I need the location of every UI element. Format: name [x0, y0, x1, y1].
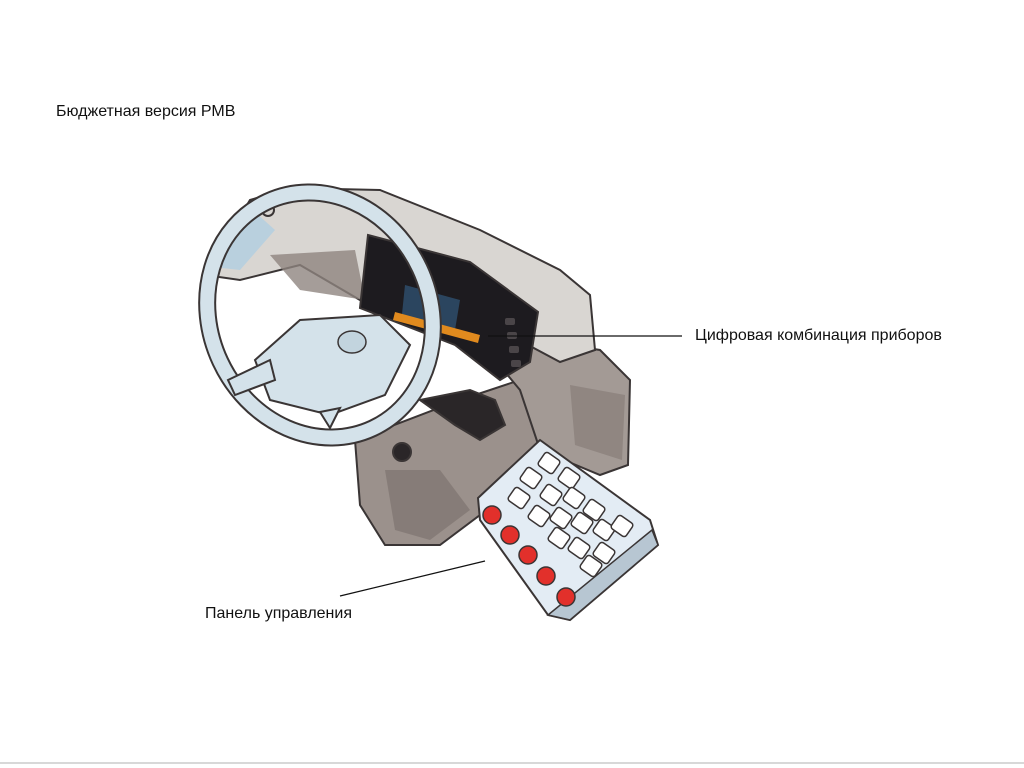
steering-wheel-rim-fill: [200, 185, 440, 445]
column-shadow: [385, 470, 470, 540]
red-button: [518, 545, 538, 565]
control-panel-keys: [507, 451, 634, 578]
hood-inner-gray: [270, 250, 365, 300]
control-panel-red-buttons: [482, 505, 576, 607]
red-button: [556, 587, 576, 607]
callout-label-control-panel: Панель управления: [205, 605, 352, 622]
column-stalk: [417, 388, 507, 442]
callout-line-panel: [339, 560, 486, 597]
hub-center-emblem: [337, 330, 367, 354]
hood-left-shade: [222, 212, 275, 270]
page-title: Бюджетная версия РМВ: [56, 103, 236, 120]
ignition-switch-icon: [392, 442, 412, 462]
wheel-spoke-left: [226, 358, 277, 397]
wheel-spoke-bottom: [318, 406, 342, 431]
console-hatching: [570, 385, 625, 460]
callout-label-instrument-cluster: Цифровая комбинация приборов: [695, 327, 942, 344]
sheet-bottom-edge: [0, 762, 1024, 764]
red-button: [482, 505, 502, 525]
steering-wheel-hub: [253, 313, 412, 417]
red-button: [536, 566, 556, 586]
red-button: [500, 525, 520, 545]
